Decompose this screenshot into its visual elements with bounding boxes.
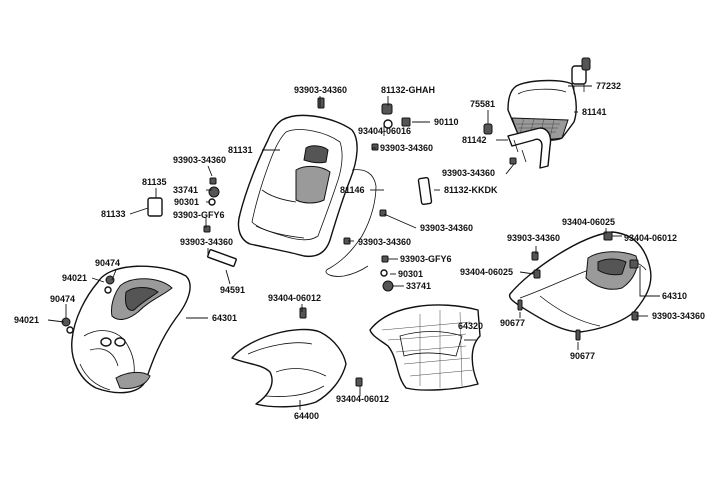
label-93404-06012-a: 93404-06012 <box>624 233 677 243</box>
label-77232: 77232 <box>596 81 621 91</box>
leader-lines <box>47 85 660 410</box>
label-81133: 81133 <box>101 209 126 219</box>
label-81135: 81135 <box>142 177 167 187</box>
rear-carrier-part <box>507 79 577 141</box>
label-93404-06012-c: 93404-06012 <box>336 394 389 404</box>
label-93903-gfy6-a: 93903-GFY6 <box>173 210 225 220</box>
label-33741-a: 33741 <box>173 185 198 195</box>
shield-mount-bar-part <box>325 169 377 277</box>
label-93903-34360-g: 93903-34360 <box>507 233 560 243</box>
part-number-labels: 93903-34360 81132-GHAH 77232 75581 81141… <box>14 81 705 421</box>
label-81132-kkdk: 81132-KKDK <box>444 185 498 195</box>
label-93903-gfy6-b: 93903-GFY6 <box>400 254 452 264</box>
inner-shield-part <box>237 114 358 258</box>
label-90301-a: 90301 <box>174 197 199 207</box>
small-fasteners <box>61 97 639 387</box>
bracket-part <box>507 127 552 169</box>
label-64320: 64320 <box>458 321 483 331</box>
label-81132-ghah: 81132-GHAH <box>381 85 435 95</box>
label-81141: 81141 <box>582 107 607 117</box>
label-90301-b: 90301 <box>398 269 423 279</box>
label-90677-b: 90677 <box>570 351 595 361</box>
floor-mat-part <box>369 304 481 391</box>
label-93903-34360-i: 93903-34360 <box>652 311 705 321</box>
label-75581: 75581 <box>470 99 495 109</box>
label-94591: 94591 <box>220 285 245 295</box>
label-93903-34360-e: 93903-34360 <box>420 223 473 233</box>
label-81131: 81131 <box>228 145 253 155</box>
label-94021-a: 94021 <box>62 273 87 283</box>
label-64310: 64310 <box>662 291 687 301</box>
floor-panel-part <box>231 328 347 408</box>
label-93903-34360-a: 93903-34360 <box>294 85 347 95</box>
label-64400: 64400 <box>294 411 319 421</box>
label-33741-b: 33741 <box>406 281 431 291</box>
label-93404-06025-a: 93404-06025 <box>562 217 615 227</box>
label-93903-34360-b: 93903-34360 <box>380 143 433 153</box>
label-94021-b: 94021 <box>14 315 39 325</box>
label-90110: 90110 <box>434 117 459 127</box>
label-93404-06025-b: 93404-06025 <box>460 267 513 277</box>
clip-75581-part <box>483 123 493 135</box>
label-93903-34360-f: 93903-34360 <box>180 237 233 247</box>
label-90474-b: 90474 <box>50 294 75 304</box>
label-90677-a: 90677 <box>500 318 525 328</box>
label-93903-34360-d: 93903-34360 <box>173 155 226 165</box>
label-93903-34360-c: 93903-34360 <box>442 168 495 178</box>
label-93404-06012-b: 93404-06012 <box>268 293 321 303</box>
label-81146: 81146 <box>340 185 365 195</box>
front-cover-part <box>71 265 191 394</box>
label-93903-34360-h: 93903-34360 <box>358 237 411 247</box>
lock-part <box>571 57 591 94</box>
lower-cover-part <box>508 231 652 333</box>
label-64301: 64301 <box>212 313 237 323</box>
label-93404-06016: 93404-06016 <box>358 126 411 136</box>
label-90474-a: 90474 <box>95 258 120 268</box>
label-81142: 81142 <box>462 135 487 145</box>
